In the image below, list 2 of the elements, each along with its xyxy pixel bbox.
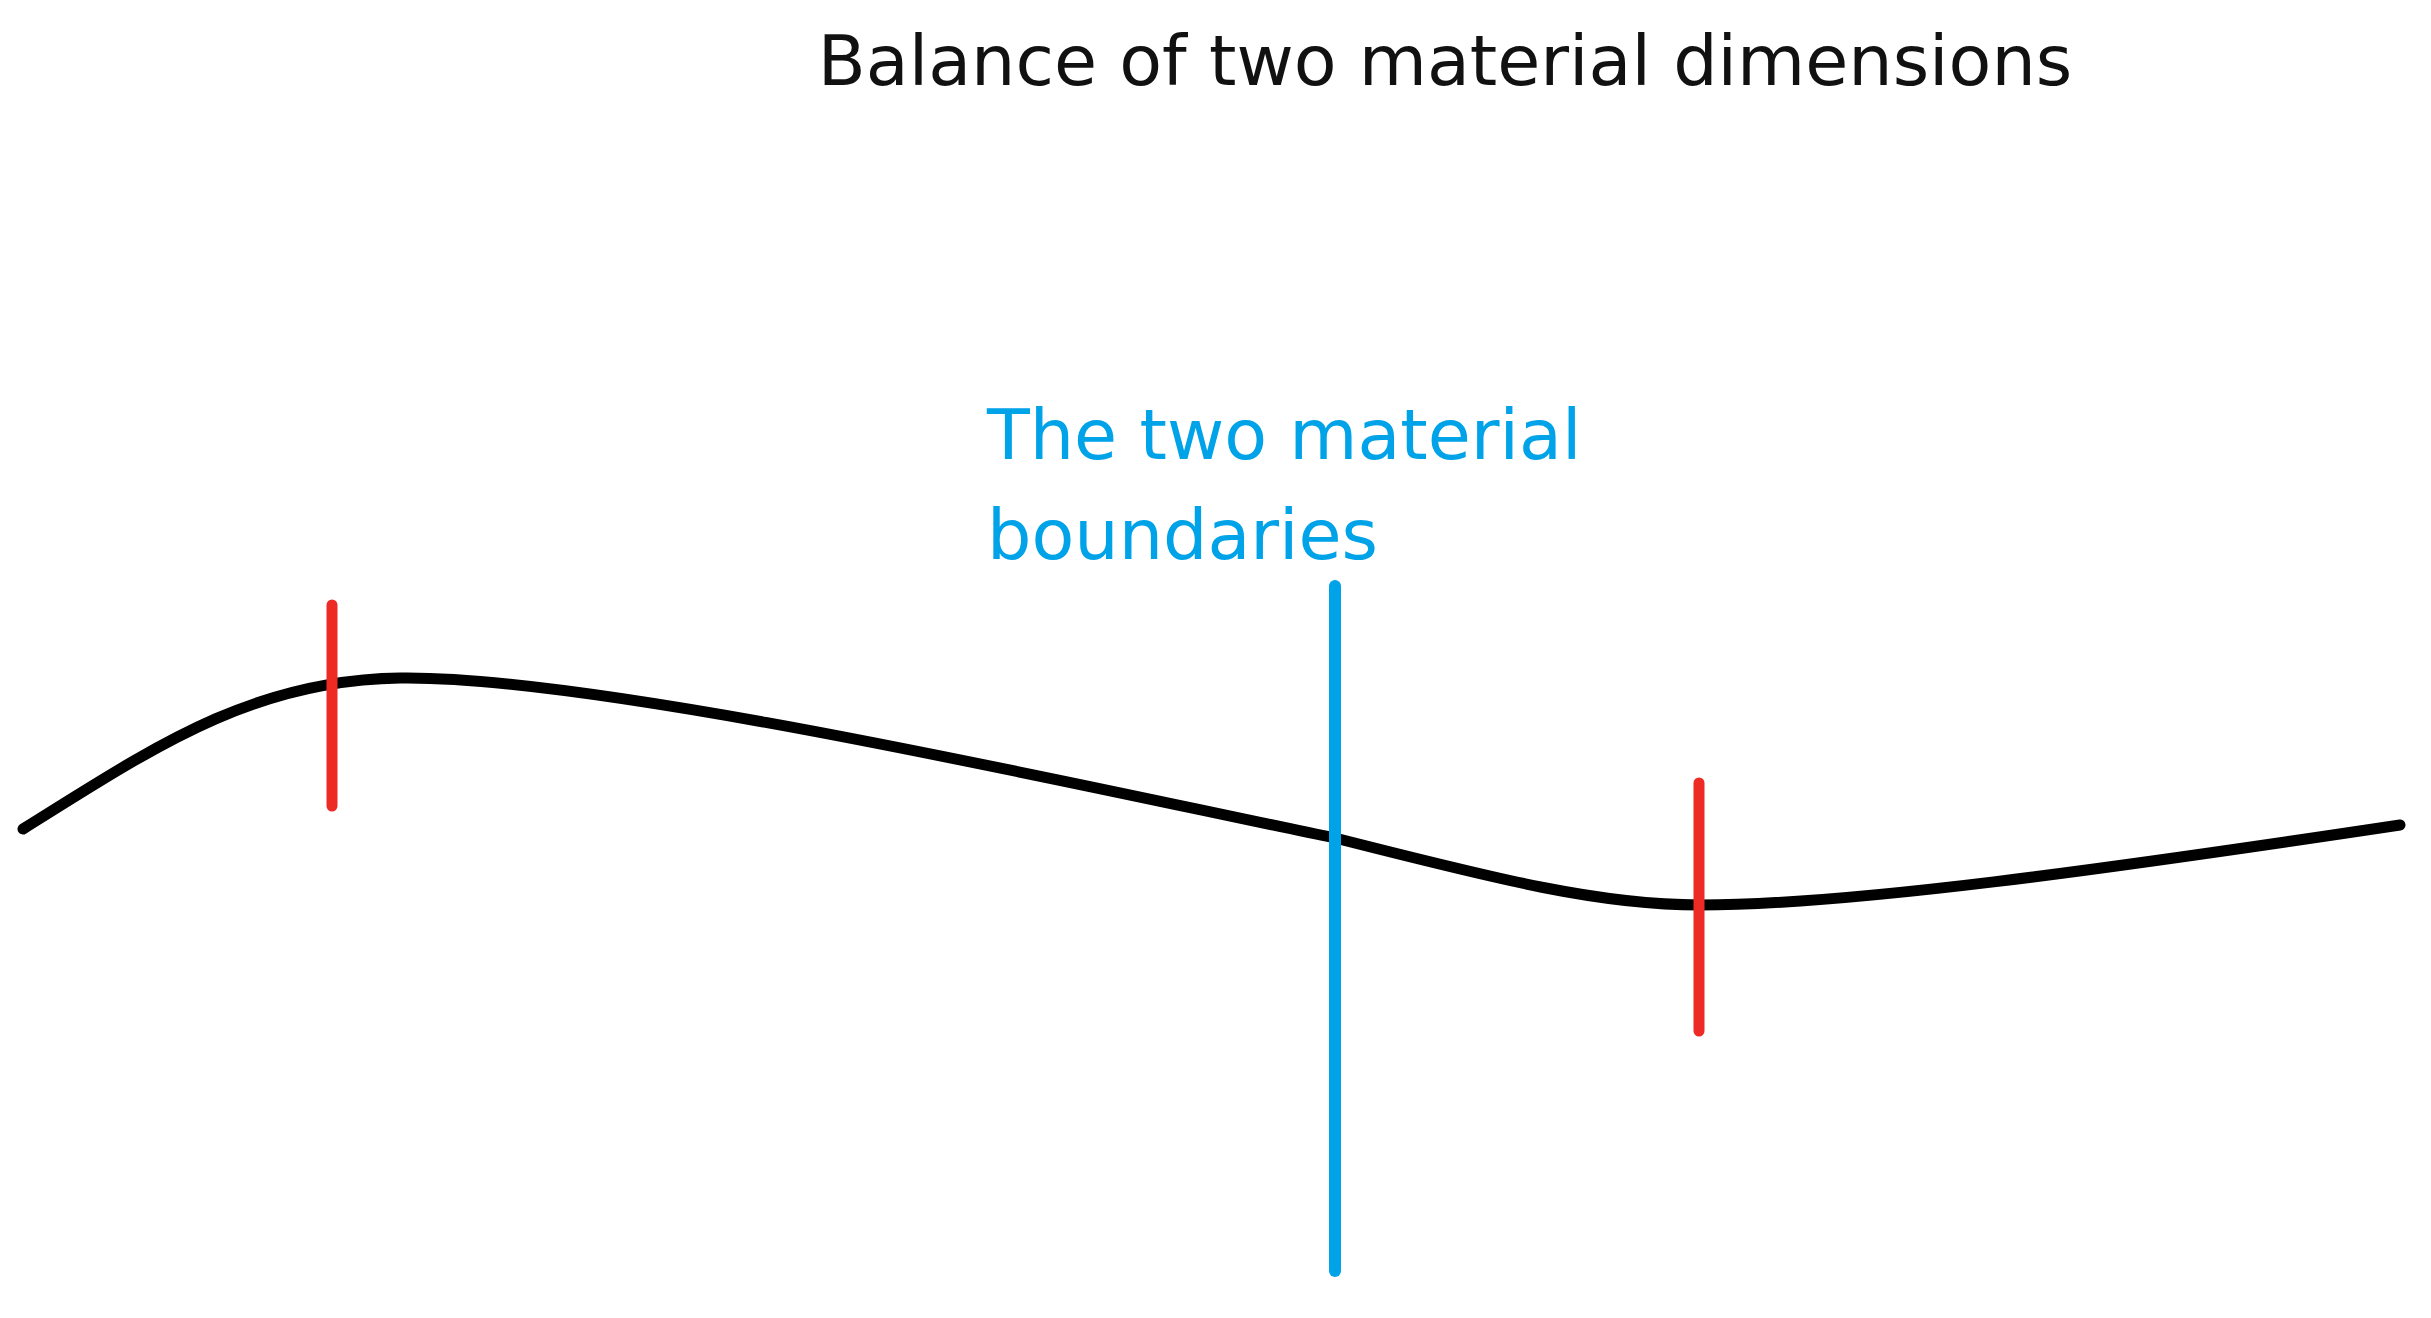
boundary-label: The two material boundaries — [987, 393, 1583, 578]
title: Balance of two material dimensions — [816, 20, 2074, 102]
